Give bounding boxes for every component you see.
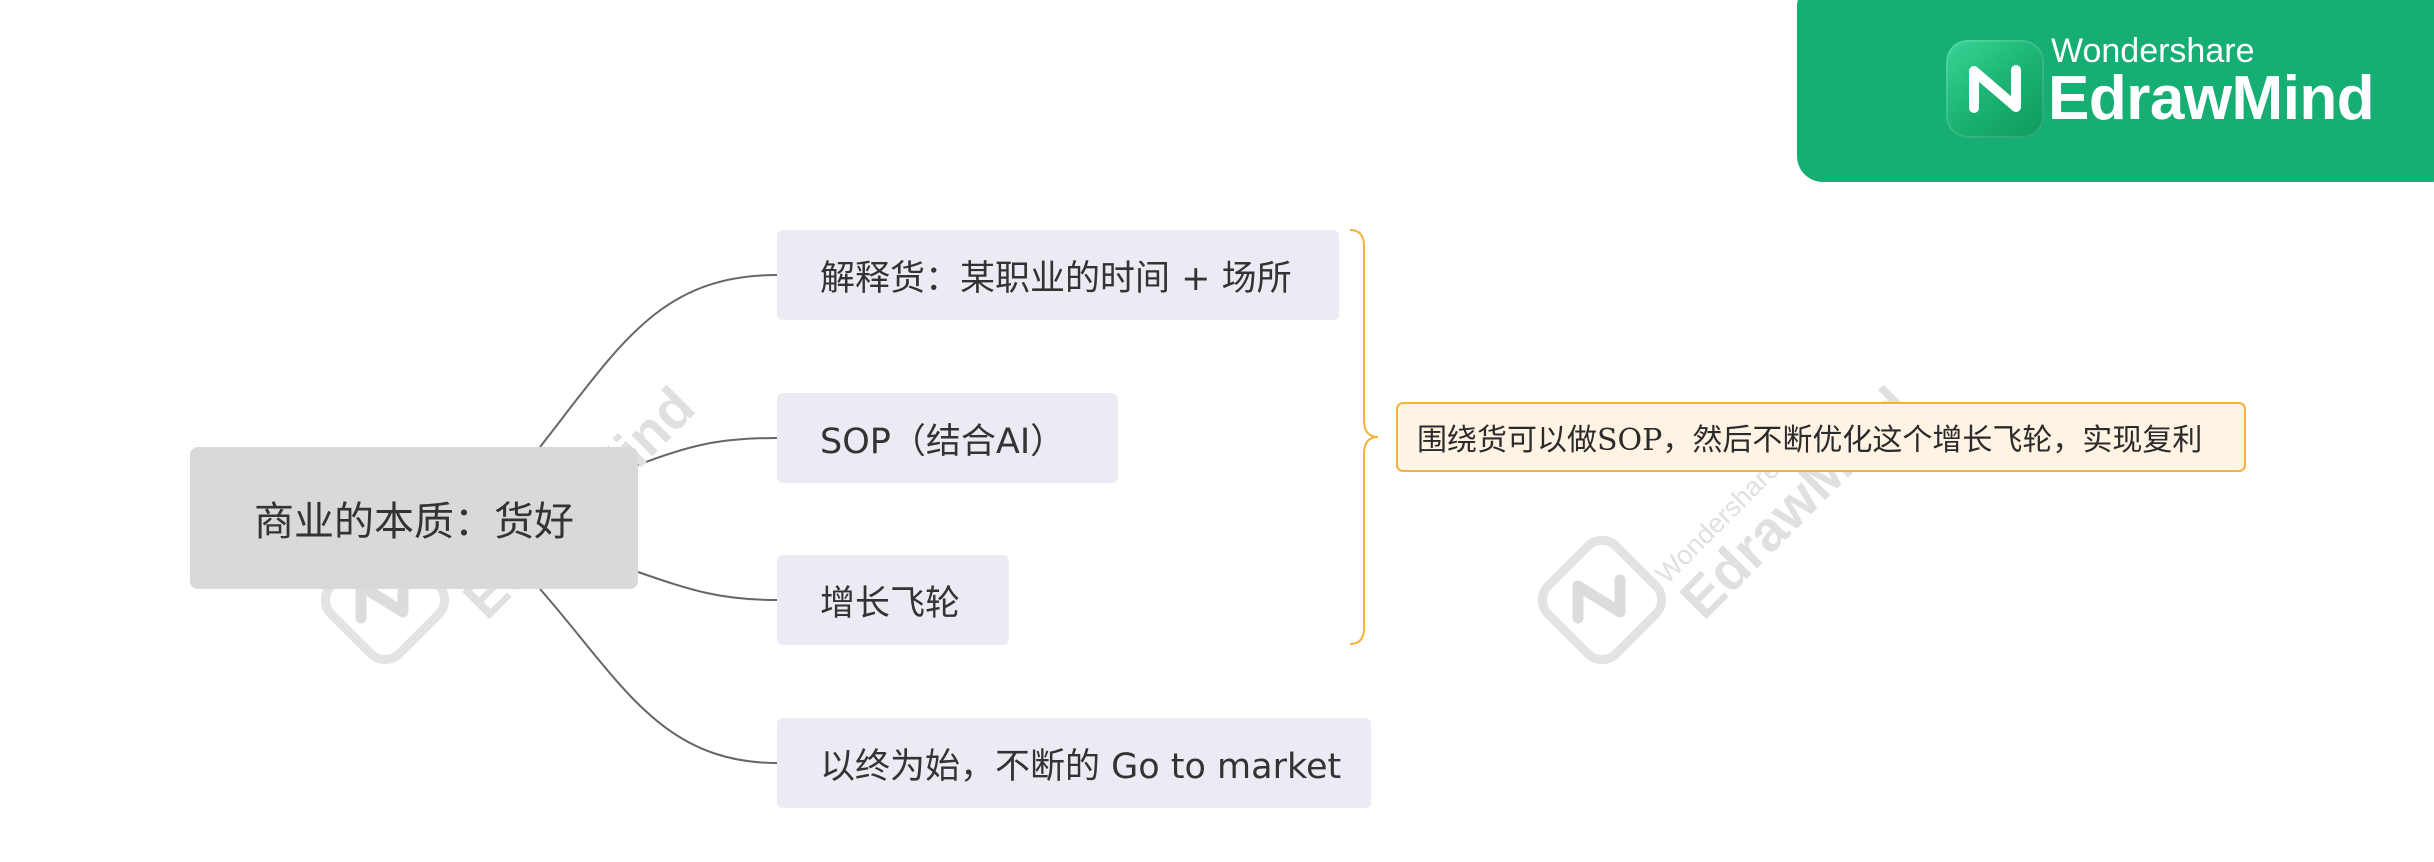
connector-line xyxy=(637,571,778,601)
summary-label: 围绕货可以做SOP，然后不断优化这个增长飞轮，实现复利 xyxy=(1417,423,2203,458)
connector-line xyxy=(539,274,778,448)
subtopic-label: 以终为始，不断的 Go to market xyxy=(820,746,1342,787)
subtopic-label: 增长飞轮 xyxy=(820,583,961,624)
summary-brace xyxy=(1349,229,1379,645)
connector-line xyxy=(637,437,778,466)
edrawmind-logo-icon xyxy=(1946,40,2044,138)
root-topic[interactable]: 商业的本质：货好 xyxy=(190,447,638,589)
root-topic-label: 商业的本质：货好 xyxy=(254,499,574,545)
subtopic-growth-flywheel[interactable]: 增长飞轮 xyxy=(777,555,1009,645)
svg-text:Wondershare: Wondershare xyxy=(1650,454,1785,589)
logo-product-text: EdrawMind xyxy=(2048,64,2375,133)
subtopic-sop[interactable]: SOP（结合AI） xyxy=(777,393,1118,483)
subtopic-go-to-market[interactable]: 以终为始，不断的 Go to market xyxy=(777,718,1371,808)
subtopic-label: 解释货：某职业的时间 + 场所 xyxy=(820,258,1292,299)
logo-brand-text: Wondershare xyxy=(2051,32,2255,70)
subtopic-explain-goods[interactable]: 解释货：某职业的时间 + 场所 xyxy=(777,230,1339,320)
summary-topic[interactable]: 围绕货可以做SOP，然后不断优化这个增长飞轮，实现复利 xyxy=(1396,402,2246,472)
edrawmind-watermark: Wondershare EdrawMind xyxy=(1517,290,1937,694)
edrawmind-logo-banner xyxy=(1797,0,2434,182)
subtopic-label: SOP（结合AI） xyxy=(820,421,1066,462)
connector-line xyxy=(539,588,778,764)
